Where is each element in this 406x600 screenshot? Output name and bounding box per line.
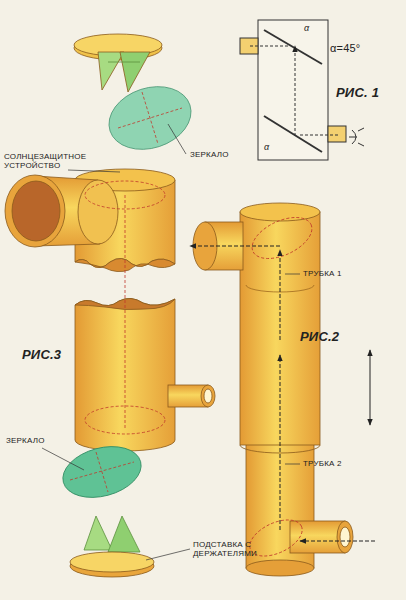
text-label: ЗЕРКАЛО [6, 436, 45, 445]
text-label: СОЛНЦЕЗАЩИТНОЕ УСТРОЙСТВО [4, 152, 84, 170]
text-label: ПОДСТАВКА С ДЕРЖАТЕЛЯМИ [193, 540, 303, 558]
text-label: α [304, 23, 309, 33]
text-label: ТРУБКА 1 [303, 269, 342, 278]
figure-3-exploded [5, 34, 215, 577]
text-label: α [264, 142, 269, 152]
text-label: ЗЕРКАЛО [190, 150, 229, 159]
text-label: ТРУБКА 2 [303, 459, 342, 468]
figure-2-assembled [190, 203, 375, 576]
text-label: α=45° [330, 42, 360, 55]
leader-lines [42, 124, 300, 560]
text-label: РИС. 1 [336, 86, 379, 101]
text-label: РИС.3 [22, 348, 61, 363]
text-label: РИС.2 [300, 330, 339, 345]
